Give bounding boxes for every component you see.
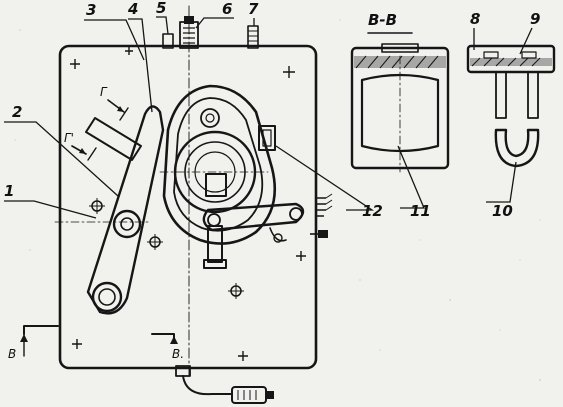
vertical-rod — [203, 225, 227, 269]
callout-2: 2 — [12, 103, 22, 121]
view-arrow-lower — [71, 145, 97, 161]
callout-5: 5 — [156, 0, 166, 17]
callout-11: 11 — [410, 202, 431, 220]
callout-1: 1 — [4, 182, 14, 200]
callout-9: 9 — [530, 10, 540, 28]
view-label-upper: Г — [100, 85, 108, 99]
callout-10: 10 — [492, 202, 513, 220]
section-mark-left: В — [8, 347, 16, 361]
plate-holes — [89, 198, 244, 299]
mounting-marks — [70, 47, 306, 361]
top-fitting-6 — [179, 16, 199, 49]
callout-4: 4 — [127, 0, 138, 18]
sight-window — [258, 125, 276, 151]
detail-view — [466, 44, 556, 168]
cam-assembly — [159, 84, 276, 245]
callout-12: 12 — [362, 202, 383, 220]
callout-7: 7 — [248, 0, 259, 18]
leader-lines — [4, 16, 533, 219]
edge-connectors — [310, 193, 333, 238]
slide-bar — [85, 117, 142, 161]
labels: 1 2 3 4 5 6 7 8 9 10 11 12 В-В Г Г' В В. — [4, 0, 540, 361]
rocker-arm — [202, 202, 305, 243]
top-fitting-7 — [247, 25, 259, 49]
view-arrow-upper — [107, 99, 129, 121]
section-view-bb — [350, 32, 450, 173]
lever-arm — [54, 105, 165, 315]
view-label-lower: Г' — [64, 131, 74, 145]
section-marker-left — [20, 325, 59, 357]
callout-6: 6 — [222, 0, 232, 18]
main-plate — [58, 5, 318, 377]
section-marker-right — [151, 333, 178, 344]
callout-8: 8 — [470, 10, 480, 28]
section-mark-right: В. — [172, 347, 184, 361]
paper-texture — [14, 19, 541, 381]
section-title: В-В — [368, 11, 397, 29]
cable-plug — [175, 365, 274, 404]
callout-3: 3 — [86, 1, 96, 19]
